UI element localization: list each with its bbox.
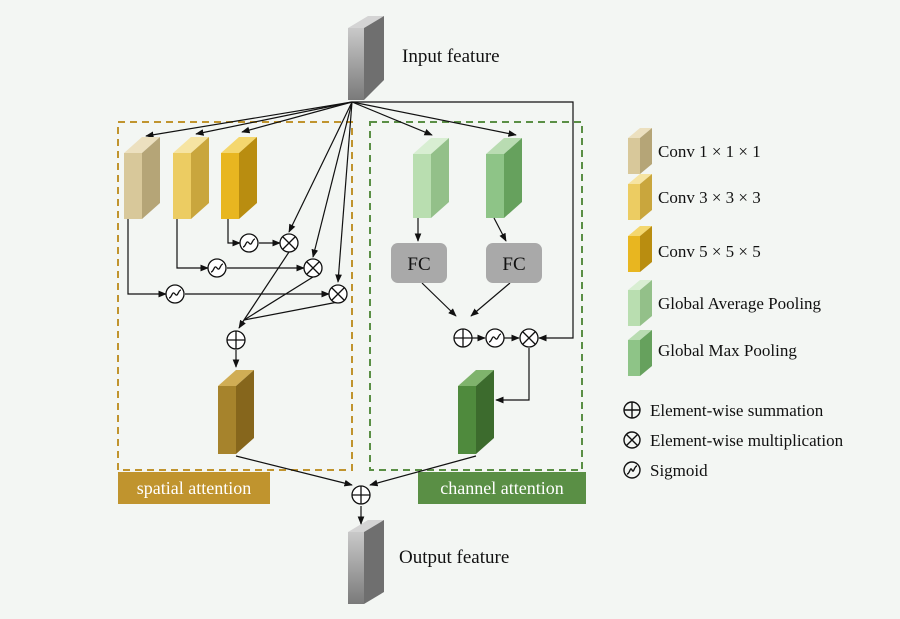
legend-swatch-gap	[628, 280, 652, 326]
output-feature-block	[348, 520, 384, 604]
legend-swatch-gmp	[628, 330, 652, 376]
conv-3x3x3-block	[173, 137, 209, 219]
spatial-attention-label: spatial attention	[137, 478, 251, 498]
legend-label: Global Max Pooling	[658, 341, 797, 360]
spatial-output-block	[218, 370, 254, 454]
global-max-pooling-block	[486, 138, 522, 218]
legend-swatch-conv1	[628, 128, 652, 174]
fc-label: FC	[502, 254, 525, 275]
times-circle-icon	[623, 431, 641, 449]
input-feature-block	[348, 16, 384, 100]
spatial-attention-region	[117, 121, 353, 471]
channel-wiring	[414, 217, 530, 404]
channel-attention-region	[369, 121, 583, 471]
legend-swatch-conv3	[628, 174, 652, 220]
legend-label: Conv 5 × 5 × 5	[658, 242, 761, 261]
legend-symbol-label: Element-wise summation	[650, 401, 824, 420]
spatial-multiply-icon	[328, 284, 348, 304]
spatial-sigmoid-icon	[207, 258, 227, 278]
channel-attention-label: channel attention	[440, 478, 563, 498]
legend-symbol-label: Sigmoid	[650, 461, 708, 480]
legend-label: Conv 3 × 3 × 3	[658, 188, 761, 207]
spatial-wiring	[127, 219, 339, 368]
legend: Conv 1 × 1 × 1 Conv 3 × 3 × 3 Conv 5 × 5…	[623, 128, 844, 480]
spatial-multiply-icon	[279, 233, 299, 253]
fc-box-left: FC	[391, 243, 447, 283]
legend-symbol-label: Element-wise multiplication	[650, 431, 844, 450]
input-fanout-arrows	[145, 101, 574, 342]
fc-box-right: FC	[486, 243, 542, 283]
channel-sum-icon	[453, 328, 473, 348]
legend-swatch-conv5	[628, 226, 652, 272]
spatial-attention-banner	[118, 472, 270, 504]
spatial-sigmoid-icon	[239, 233, 259, 253]
channel-output-block	[458, 370, 494, 454]
conv-5x5x5-block	[221, 137, 257, 219]
output-feature-label: Output feature	[399, 547, 509, 568]
channel-attention-banner	[418, 472, 586, 504]
sigmoid-icon	[623, 461, 641, 479]
plus-circle-icon	[623, 401, 641, 419]
channel-multiply-icon	[519, 328, 539, 348]
final-sum-icon	[351, 485, 371, 505]
input-feature-label: Input feature	[402, 46, 500, 67]
channel-sigmoid-icon	[485, 328, 505, 348]
spatial-sigmoid-icon	[165, 284, 185, 304]
legend-label: Global Average Pooling	[658, 294, 822, 313]
fc-label: FC	[407, 254, 430, 275]
legend-label: Conv 1 × 1 × 1	[658, 142, 761, 161]
global-average-pooling-block	[413, 138, 449, 218]
spatial-sum-icon	[226, 330, 246, 350]
spatial-multiply-icon	[303, 258, 323, 278]
merge-wiring	[235, 455, 477, 525]
conv-1x1x1-block	[124, 137, 160, 219]
